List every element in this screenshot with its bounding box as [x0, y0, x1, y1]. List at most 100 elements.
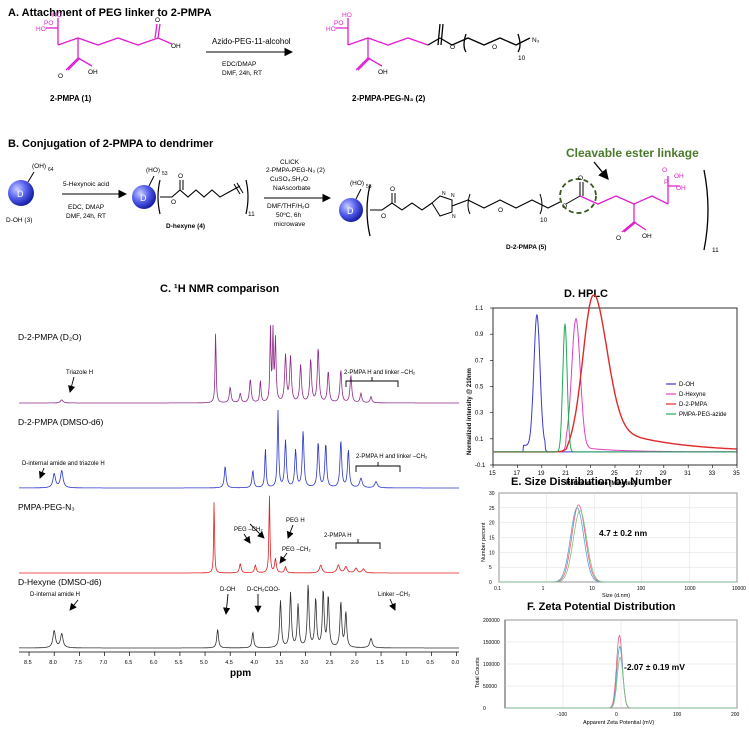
nmr-annotation: D-OH — [220, 587, 235, 593]
nmr-annotation-arrow — [223, 593, 231, 615]
zeta-xtick-label: 200 — [731, 712, 740, 718]
step1-cond-2: DMF, 24h, RT — [66, 213, 106, 220]
nmr-annotation-arrow — [286, 524, 294, 539]
size-curve-1 — [499, 504, 737, 583]
hplc-ylabel: Normalized intensity @ 210nm — [467, 368, 473, 455]
click-4: NaAscorbate — [273, 185, 311, 192]
oh-label-1: OH — [171, 43, 181, 50]
zeta-xtick-label: 0 — [615, 712, 618, 718]
dp-peg: 10 — [540, 217, 548, 224]
zeta-annotation: -2.07 ± 0.19 mV — [624, 662, 685, 672]
nmr-annotation: PEG –CH₂ — [234, 527, 263, 533]
nmr-spectrum-name-4: D-Hexyne (DMSO-d6) — [18, 577, 102, 587]
nmr-annotation: D-internal amide and triazole H — [22, 461, 105, 467]
hplc-xtick-label: 31 — [684, 471, 691, 477]
svg-text:HO: HO — [52, 12, 62, 19]
nmr-tick-label: 0.5 — [426, 660, 434, 666]
hplc-series-1 — [493, 314, 737, 453]
nmr-tick-label: 8.5 — [24, 660, 32, 666]
hplc-series-3 — [493, 294, 737, 453]
svg-text:O: O — [492, 44, 497, 51]
nmr-trace-3 — [19, 495, 459, 574]
svg-text:O: O — [381, 213, 386, 220]
click-5: DMF/THF/H₂O — [267, 203, 310, 210]
nmr-tick-label: 6.5 — [125, 660, 133, 666]
hplc-xtick-label: 29 — [660, 471, 667, 477]
size-xtick-label: 100 — [637, 586, 646, 592]
nmr-tick-label: 8.0 — [49, 660, 57, 666]
nmr-tick-label: 1.0 — [401, 660, 409, 666]
nmr-annotation: 2-PMPA H and linker –CH₂ — [356, 454, 428, 460]
compound-1-label: 2-PMPA (1) — [50, 94, 92, 103]
svg-text:O: O — [178, 173, 183, 180]
dh-label: D-hexyne (4) — [166, 223, 205, 230]
hplc-xtick-label: 35 — [733, 471, 740, 477]
nmr-annotation-arrow — [69, 599, 79, 611]
nmr-annotation: PEG –CH₂ — [282, 547, 311, 553]
azide-label: N₃ — [532, 37, 540, 44]
dh-n: 53 — [162, 171, 168, 177]
nmr-tick-label: 3.5 — [275, 660, 283, 666]
hplc-legend-label: D-OH — [679, 382, 694, 388]
nmr-annotation: D-internal amide H — [30, 592, 80, 598]
pmpa-structure — [46, 18, 173, 71]
reagent-2: DMF, 24h, RT — [222, 70, 262, 77]
nmr-annotation: 2-PMPA H and linker –CH₂ — [344, 370, 416, 376]
zeta-ytick-label: 200000 — [483, 618, 500, 624]
nmr-tick-label: 7.0 — [99, 660, 107, 666]
click-7: microwave — [274, 221, 305, 228]
dendrimer-d-1: D — [17, 189, 24, 199]
nmr-spectra: D-2-PMPA (D₂O)D-2-PMPA (DMSO-d6)PMPA-PEG… — [18, 324, 459, 666]
panel-e-heading: E. Size Distribution by Number — [511, 476, 672, 488]
dp-rep: 11 — [712, 247, 719, 254]
nmr-tick-label: 2.5 — [326, 660, 334, 666]
hplc-legend-label: D-2-PMPA — [679, 402, 707, 408]
size-ytick-label: 20 — [489, 521, 495, 527]
size-xtick-label: 0.1 — [494, 586, 501, 592]
svg-text:OH: OH — [642, 233, 652, 240]
svg-text:O: O — [578, 175, 583, 182]
hplc-ytick-label: 0.9 — [475, 332, 484, 338]
hplc-series-2 — [493, 317, 737, 453]
size-ytick-label: 30 — [489, 491, 495, 497]
hplc-ytick-label: 1.1 — [475, 306, 484, 312]
svg-text:PO: PO — [334, 20, 343, 27]
hplc-plot-area — [492, 307, 738, 466]
svg-text:N: N — [451, 193, 455, 199]
hplc-ytick-label: 0.1 — [475, 437, 484, 443]
panel-c: C. ¹H NMR comparison D-2-PMPA (D₂O)D-2-P… — [18, 283, 459, 679]
panel-c-heading: C. ¹H NMR comparison — [160, 283, 279, 295]
dh-rep: 11 — [248, 211, 255, 218]
hplc-xtick-label: 33 — [709, 471, 716, 477]
svg-text:OH: OH — [378, 69, 388, 76]
nmr-trace-1 — [19, 324, 459, 404]
click-6: 50ºC, 6h — [276, 212, 302, 219]
zeta-curve-3 — [505, 656, 737, 709]
hplc-xtick-label: 15 — [489, 471, 496, 477]
size-curve-2 — [499, 507, 737, 583]
compound-2-label: 2-PMPA-PEG-N₃ (2) — [352, 94, 426, 103]
svg-text:N: N — [442, 191, 446, 197]
nmr-tick-label: 3.0 — [301, 660, 309, 666]
zeta-ylabel: Total Counts — [475, 657, 481, 688]
cleavable-arrow — [593, 161, 609, 181]
svg-text:HO: HO — [36, 26, 46, 33]
click-1: CLICK — [280, 159, 300, 166]
nmr-tick-label: 1.5 — [376, 660, 384, 666]
panel-a: A. Attachment of PEG linker to 2-PMPA PO… — [8, 7, 540, 103]
nmr-spectrum-name-1: D-2-PMPA (D₂O) — [18, 332, 82, 342]
svg-text:O: O — [171, 199, 176, 206]
cleavable-circle — [559, 178, 597, 214]
zeta-xtick-label: -100 — [557, 712, 567, 718]
svg-text:D: D — [347, 206, 354, 216]
nmr-tick-label: 5.5 — [175, 660, 183, 666]
nmr-tick-label: 2.0 — [351, 660, 359, 666]
click-2: 2-PMPA-PEG-N₃ (2) — [266, 167, 325, 174]
svg-text:D: D — [140, 193, 147, 203]
nmr-bracket — [355, 462, 401, 472]
svg-text:P: P — [664, 179, 668, 186]
nmr-tick-label: 7.5 — [74, 660, 82, 666]
